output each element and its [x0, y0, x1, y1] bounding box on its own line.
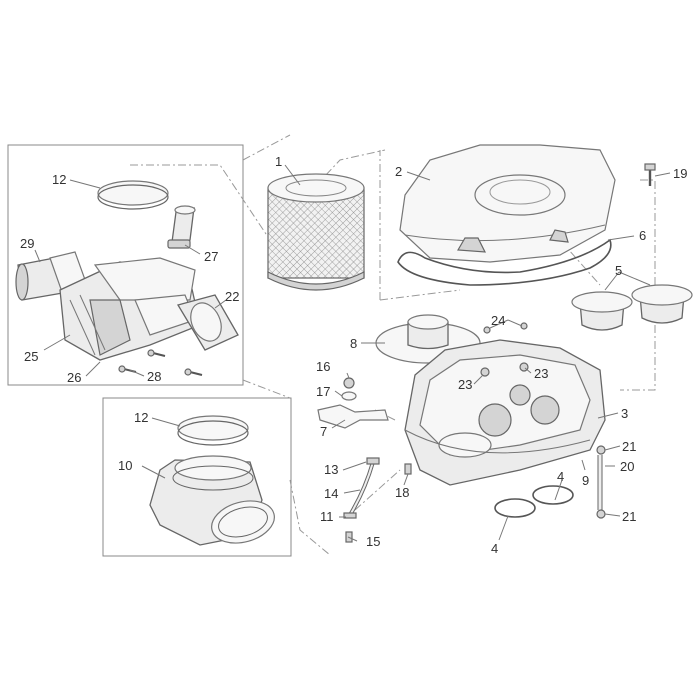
- callout-21-a: 21: [622, 439, 636, 454]
- callout-22: 22: [225, 289, 239, 304]
- part-5-velocity-stacks: [571, 284, 693, 331]
- callout-8: 8: [350, 336, 357, 351]
- callout-17: 17: [316, 384, 330, 399]
- callout-5: 5: [615, 263, 622, 278]
- callout-29: 29: [20, 236, 34, 251]
- inset-box-intake-assembly: [7, 144, 244, 386]
- callout-23-b: 23: [534, 366, 548, 381]
- callout-21-b: 21: [622, 509, 636, 524]
- part-18-fastener: [404, 463, 412, 475]
- part-10-intake-boot: [149, 455, 275, 546]
- part-22-flap: [177, 294, 239, 351]
- part-19-bolt: [644, 163, 656, 186]
- part-2-airbox-cover: [399, 144, 616, 263]
- part-3-airbox-base: [404, 339, 606, 486]
- callout-9: 9: [582, 473, 589, 488]
- callout-24: 24: [491, 313, 505, 328]
- callout-18: 18: [395, 485, 409, 500]
- callout-27: 27: [204, 249, 218, 264]
- callout-14: 14: [324, 486, 338, 501]
- part-23-grommet: [480, 362, 529, 377]
- callout-26: 26: [67, 370, 81, 385]
- callout-10: 10: [118, 458, 132, 473]
- callout-6: 6: [639, 228, 646, 243]
- callout-15: 15: [366, 534, 380, 549]
- part-4-o-rings: [494, 485, 574, 518]
- callout-25: 25: [24, 349, 38, 364]
- callout-12-a: 12: [52, 172, 66, 187]
- callout-2: 2: [395, 164, 402, 179]
- part-14-drain-hose: [343, 457, 380, 543]
- callout-23-a: 23: [458, 377, 472, 392]
- callout-28: 28: [147, 369, 161, 384]
- callout-13: 13: [324, 462, 338, 477]
- part-1-air-filter: [267, 173, 365, 291]
- part-25-intake-housing: [59, 257, 201, 361]
- part-16-nut: [343, 377, 355, 389]
- part-27-sensor: [167, 205, 196, 249]
- part-12-clamp-bottom: [177, 415, 249, 446]
- part-12-clamp-top: [97, 180, 169, 210]
- callout-19: 19: [673, 166, 687, 181]
- callout-11: 11: [320, 509, 334, 524]
- leader-lines: [34, 164, 671, 542]
- callout-1: 1: [275, 154, 282, 169]
- callout-16: 16: [316, 359, 330, 374]
- callout-12-b: 12: [134, 410, 148, 425]
- callout-4-a: 4: [491, 541, 498, 556]
- part-24-screw: [483, 322, 528, 334]
- callout-labels: 1 2 3 4 4 5 6 7 8 9 10 11 12 12 13 14 15…: [20, 154, 687, 556]
- callout-3: 3: [621, 406, 628, 421]
- callout-7: 7: [320, 424, 327, 439]
- callout-20: 20: [620, 459, 634, 474]
- part-20-pipe: [596, 445, 606, 519]
- part-7-bracket: [317, 404, 389, 429]
- callout-4-b: 4: [557, 469, 564, 484]
- part-17-washer: [341, 391, 357, 401]
- inset-box-intake-boot: [102, 397, 292, 557]
